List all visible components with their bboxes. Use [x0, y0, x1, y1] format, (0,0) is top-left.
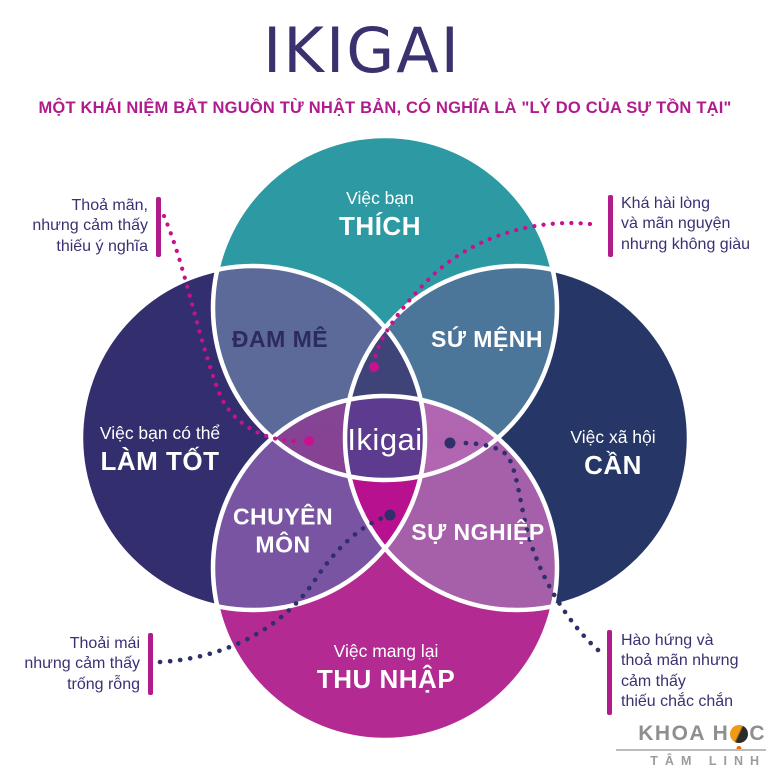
label-thunhap-line1: Việc mang lại [333, 641, 439, 661]
separator-line [616, 749, 766, 751]
circle-outline-right [342, 263, 692, 613]
circle-outline-bottom [210, 393, 560, 743]
dot-below-diacritic [736, 746, 742, 751]
label-circle-can: Việc xã hội CẦN [570, 427, 655, 481]
label-thunhap-line2: THU NHẬP [316, 663, 456, 694]
dotted-curve-top-left [161, 213, 298, 444]
label-chuyen-mon: CHUYÊN MÔN [232, 503, 334, 557]
label-circle-thunhap: Việc mang lại THU NHẬP [317, 641, 455, 695]
page-subtitle: MỘT KHÁI NIỆM BẮT NGUỒN TỪ NHẬT BẢN, CÓ … [38, 99, 732, 117]
annotation-bar-top-right [608, 195, 613, 257]
watermark-text-pre: KHOA H [638, 722, 730, 745]
label-can-line2: CẦN [584, 449, 642, 480]
annotation-bottom-right: Hào hứng và thoả mãn nhưng cảm thấy thiế… [621, 632, 739, 711]
annotation-bar-bottom-left [148, 633, 153, 695]
dotted-curve-top-right [372, 221, 593, 361]
label-can-line1: Việc xã hội [570, 427, 656, 447]
label-su-menh: SỨ MỆNH [430, 326, 544, 353]
label-dam-me: ĐAM MÊ [231, 326, 329, 353]
label-lamtot-line1: Việc bạn có thể [99, 423, 221, 443]
dotted-curve-bottom-right [457, 440, 601, 653]
circle-outline-top [210, 133, 560, 483]
label-circle-lamtot: Việc bạn có thể LÀM TỐT [100, 423, 220, 477]
annotation-bottom-left: Thoải mái nhưng cảm thấy trống rỗng [24, 635, 140, 693]
label-thich-line2: THÍCH [339, 210, 421, 241]
watermark-text-post: C [749, 722, 766, 745]
label-circle-thich: Việc bạn THÍCH [339, 188, 421, 242]
circle-outline-left [78, 263, 428, 613]
page-title: IKIGAI [263, 14, 461, 87]
label-lamtot-line2: LÀM TỐT [100, 445, 220, 476]
curve-end-dot-bottom-left [384, 509, 396, 521]
watermark-row1: KHOA H C [616, 722, 766, 751]
yin-yang-icon [730, 725, 749, 751]
curve-end-dot-top-left [304, 436, 314, 446]
label-su-nghiep: SỰ NGHIỆP [411, 519, 545, 546]
annotation-bar-top-left [156, 197, 161, 257]
label-ikigai-center: Ikigai [347, 422, 423, 457]
curve-end-dot-top-right [369, 362, 379, 372]
watermark-row2: TÂM LINH [650, 754, 766, 768]
curve-end-dot-bottom-right [444, 437, 456, 449]
annotation-bar-bottom-right [607, 630, 612, 715]
watermark-khoahoc-tamlinh: KHOA H C TÂM LINH [616, 722, 766, 768]
annotation-top-right: Khá hài lòng và mãn nguyện nhưng không g… [621, 195, 751, 253]
label-thich-line1: Việc bạn [346, 188, 414, 208]
annotation-top-left: Thoả mãn, nhưng cảm thấy thiếu ý nghĩa [32, 197, 148, 255]
dotted-curve-bottom-left [157, 515, 385, 665]
